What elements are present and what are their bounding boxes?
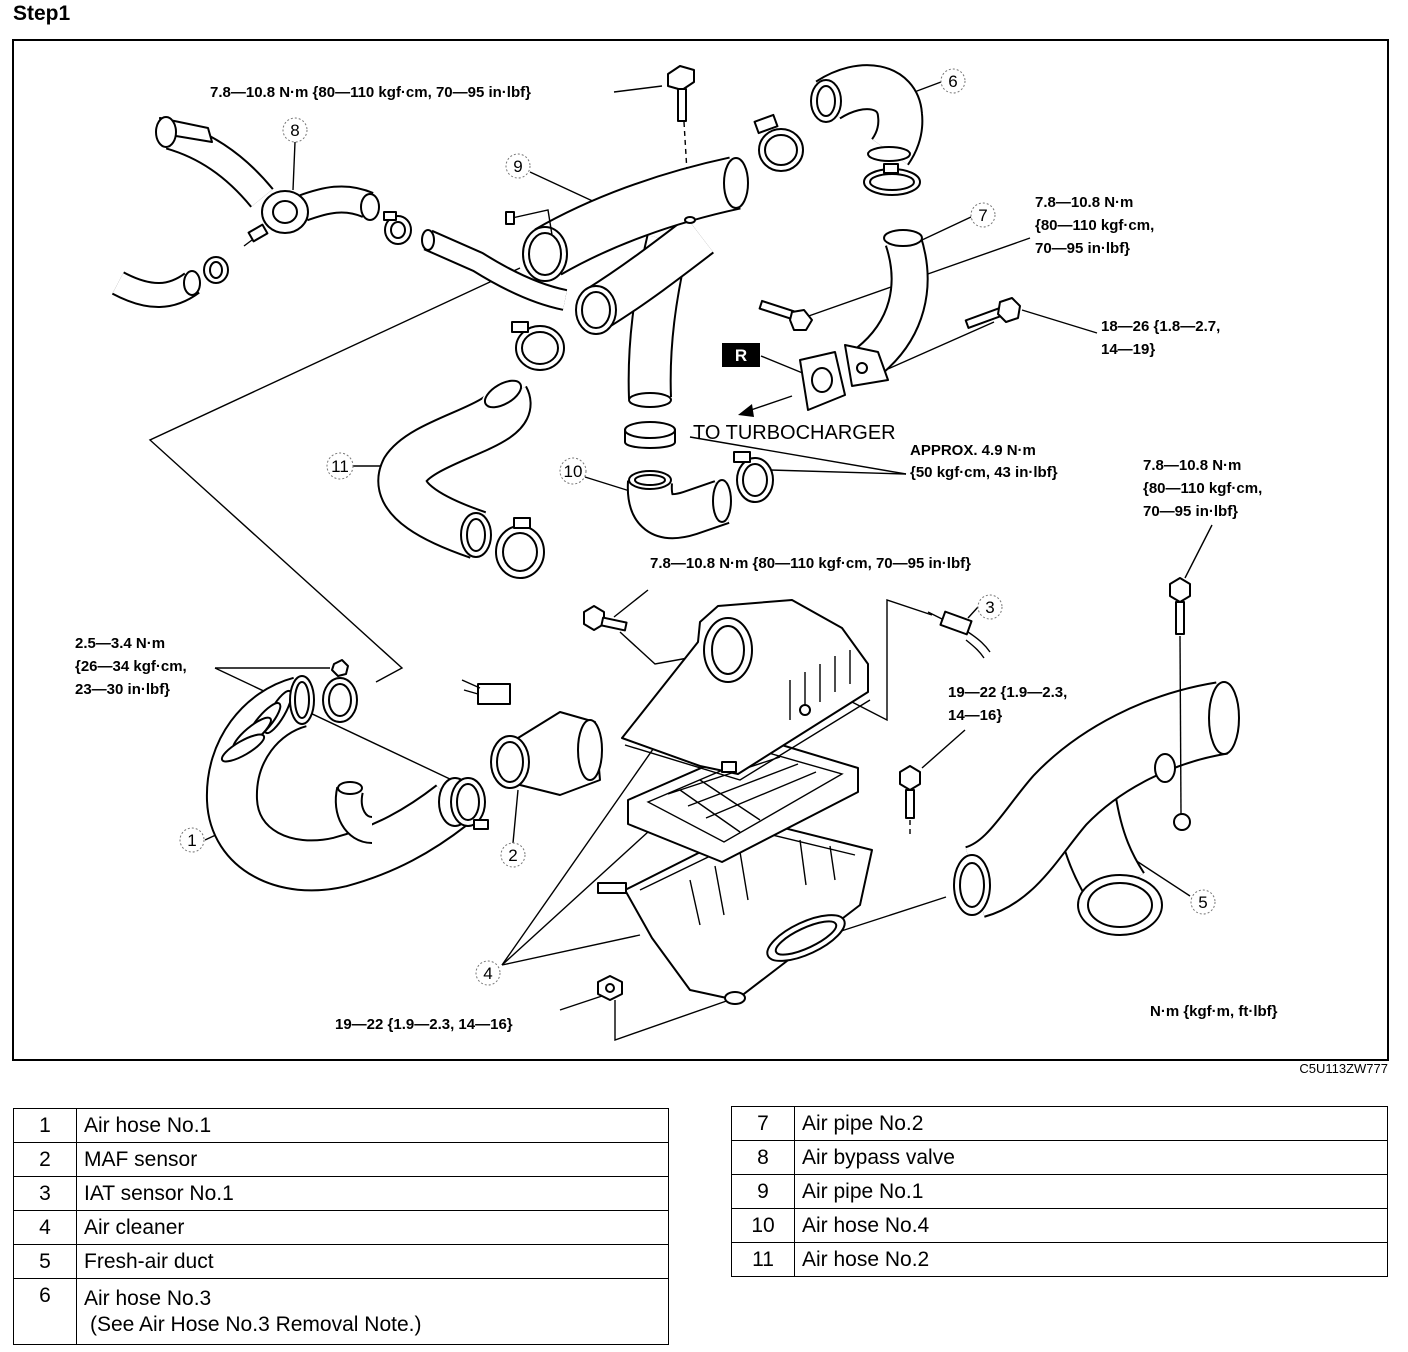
torque-clamp-1: APPROX. 4.9 N·m (910, 442, 1036, 459)
svg-text:4: 4 (483, 964, 492, 983)
svg-text:5: 5 (1198, 893, 1207, 912)
air-hose-no2 (377, 321, 565, 579)
units-note: N·m {kgf·m, ft·lbf} (1150, 1003, 1278, 1020)
air-hose-no3 (810, 64, 924, 166)
part-note: (See Air Hose No.3 Removal Note.) (90, 1312, 422, 1336)
pipe-bolts (758, 297, 1021, 331)
air-cleaner-bolts (583, 605, 921, 1001)
diagram-frame (12, 39, 1389, 1061)
torque-cleaner-mount-2: 14—16} (948, 707, 1002, 724)
callouts: 1 2 3 4 5 6 7 8 9 10 11 (179, 68, 1216, 986)
svg-text:11: 11 (331, 457, 349, 476)
svg-text:3: 3 (985, 598, 994, 617)
torque-duct-bolt-2: {80—110 kgf·cm, (1143, 480, 1262, 497)
air-pipe-no1 (505, 156, 749, 408)
torque-clamp-2: {50 kgf·cm, 43 in·lbf} (910, 464, 1058, 481)
callout-4: 4 (475, 960, 501, 986)
svg-text:R: R (735, 346, 747, 365)
svg-text:6: 6 (948, 72, 957, 91)
callout-7: 7 (970, 202, 996, 228)
torque-duct-bolt-3: 70—95 in·lbf} (1143, 503, 1238, 520)
to-turbocharger-label: TO TURBOCHARGER (693, 422, 896, 444)
svg-text:9: 9 (513, 157, 522, 176)
leader-lines (148, 81, 1213, 1041)
exploded-diagram: R 7.8—10.8 N·m {80—110 kgf·cm, 70—95 in·… (12, 39, 1389, 1061)
air-hose-no1 (205, 659, 489, 892)
torque-duct-bolt-1: 7.8—10.8 N·m (1143, 457, 1241, 474)
torque-pipe-bolt-1: 7.8—10.8 N·m (1035, 194, 1133, 211)
torque-hose-clamp-1: 2.5—3.4 N·m (75, 635, 165, 652)
arrow-icon (738, 404, 754, 417)
r-badge: R (722, 343, 760, 367)
torque-hose-clamp-2: {26—34 kgf·cm, (75, 658, 187, 675)
torque-labels: 7.8—10.8 N·m {80—110 kgf·cm, 70—95 in·lb… (75, 84, 1278, 1033)
hose-clamps-upper (753, 113, 921, 196)
table-row: 6 Air hose No.3 (See Air Hose No.3 Remov… (13, 1278, 669, 1345)
svg-text:7: 7 (978, 206, 987, 225)
iat-sensor-no1 (927, 610, 991, 659)
step-title: Step1 (13, 2, 71, 25)
torque-cleaner-cover: 7.8—10.8 N·m {80—110 kgf·cm, 70—95 in·lb… (650, 555, 971, 572)
callout-3: 3 (977, 594, 1003, 620)
duct-bolt (1169, 577, 1191, 815)
torque-pipe-bolt-2: {80—110 kgf·cm, (1035, 217, 1154, 234)
torque-hose-clamp-3: 23—30 in·lbf} (75, 681, 170, 698)
svg-text:1: 1 (187, 831, 196, 850)
torque-pipe-bolt-3: 70—95 in·lbf} (1035, 240, 1130, 257)
torque-cleaner-nut: 19—22 {1.9—2.3, 14—16} (335, 1016, 513, 1033)
callout-5: 5 (1190, 889, 1216, 915)
torque-cleaner-mount-1: 19—22 {1.9—2.3, (948, 684, 1067, 701)
callout-10: 10 (559, 457, 587, 485)
svg-text:2: 2 (508, 846, 517, 865)
svg-text:8: 8 (290, 121, 299, 140)
maf-sensor (461, 679, 603, 796)
callout-11: 11 (326, 452, 354, 480)
callout-6: 6 (940, 68, 966, 94)
fresh-air-duct (953, 681, 1240, 936)
air-hose-no4 (624, 421, 774, 540)
torque-flange-bolt-2: 14—19} (1101, 341, 1155, 358)
air-pipe-no2 (799, 229, 929, 411)
figure-code: C5U113ZW777 (1299, 1061, 1388, 1076)
air-cleaner (597, 599, 873, 1005)
part-name: Air hose No.3 (84, 1287, 212, 1311)
torque-flange-bolt-1: 18—26 {1.8—2.7, (1101, 318, 1220, 335)
callout-2: 2 (500, 842, 526, 868)
callout-9: 9 (505, 153, 531, 179)
callout-8: 8 (282, 117, 308, 143)
air-bypass-valve (111, 116, 568, 311)
torque-top: 7.8—10.8 N·m {80—110 kgf·cm, 70—95 in·lb… (210, 84, 531, 101)
svg-text:10: 10 (564, 462, 583, 481)
callout-1: 1 (179, 827, 205, 853)
